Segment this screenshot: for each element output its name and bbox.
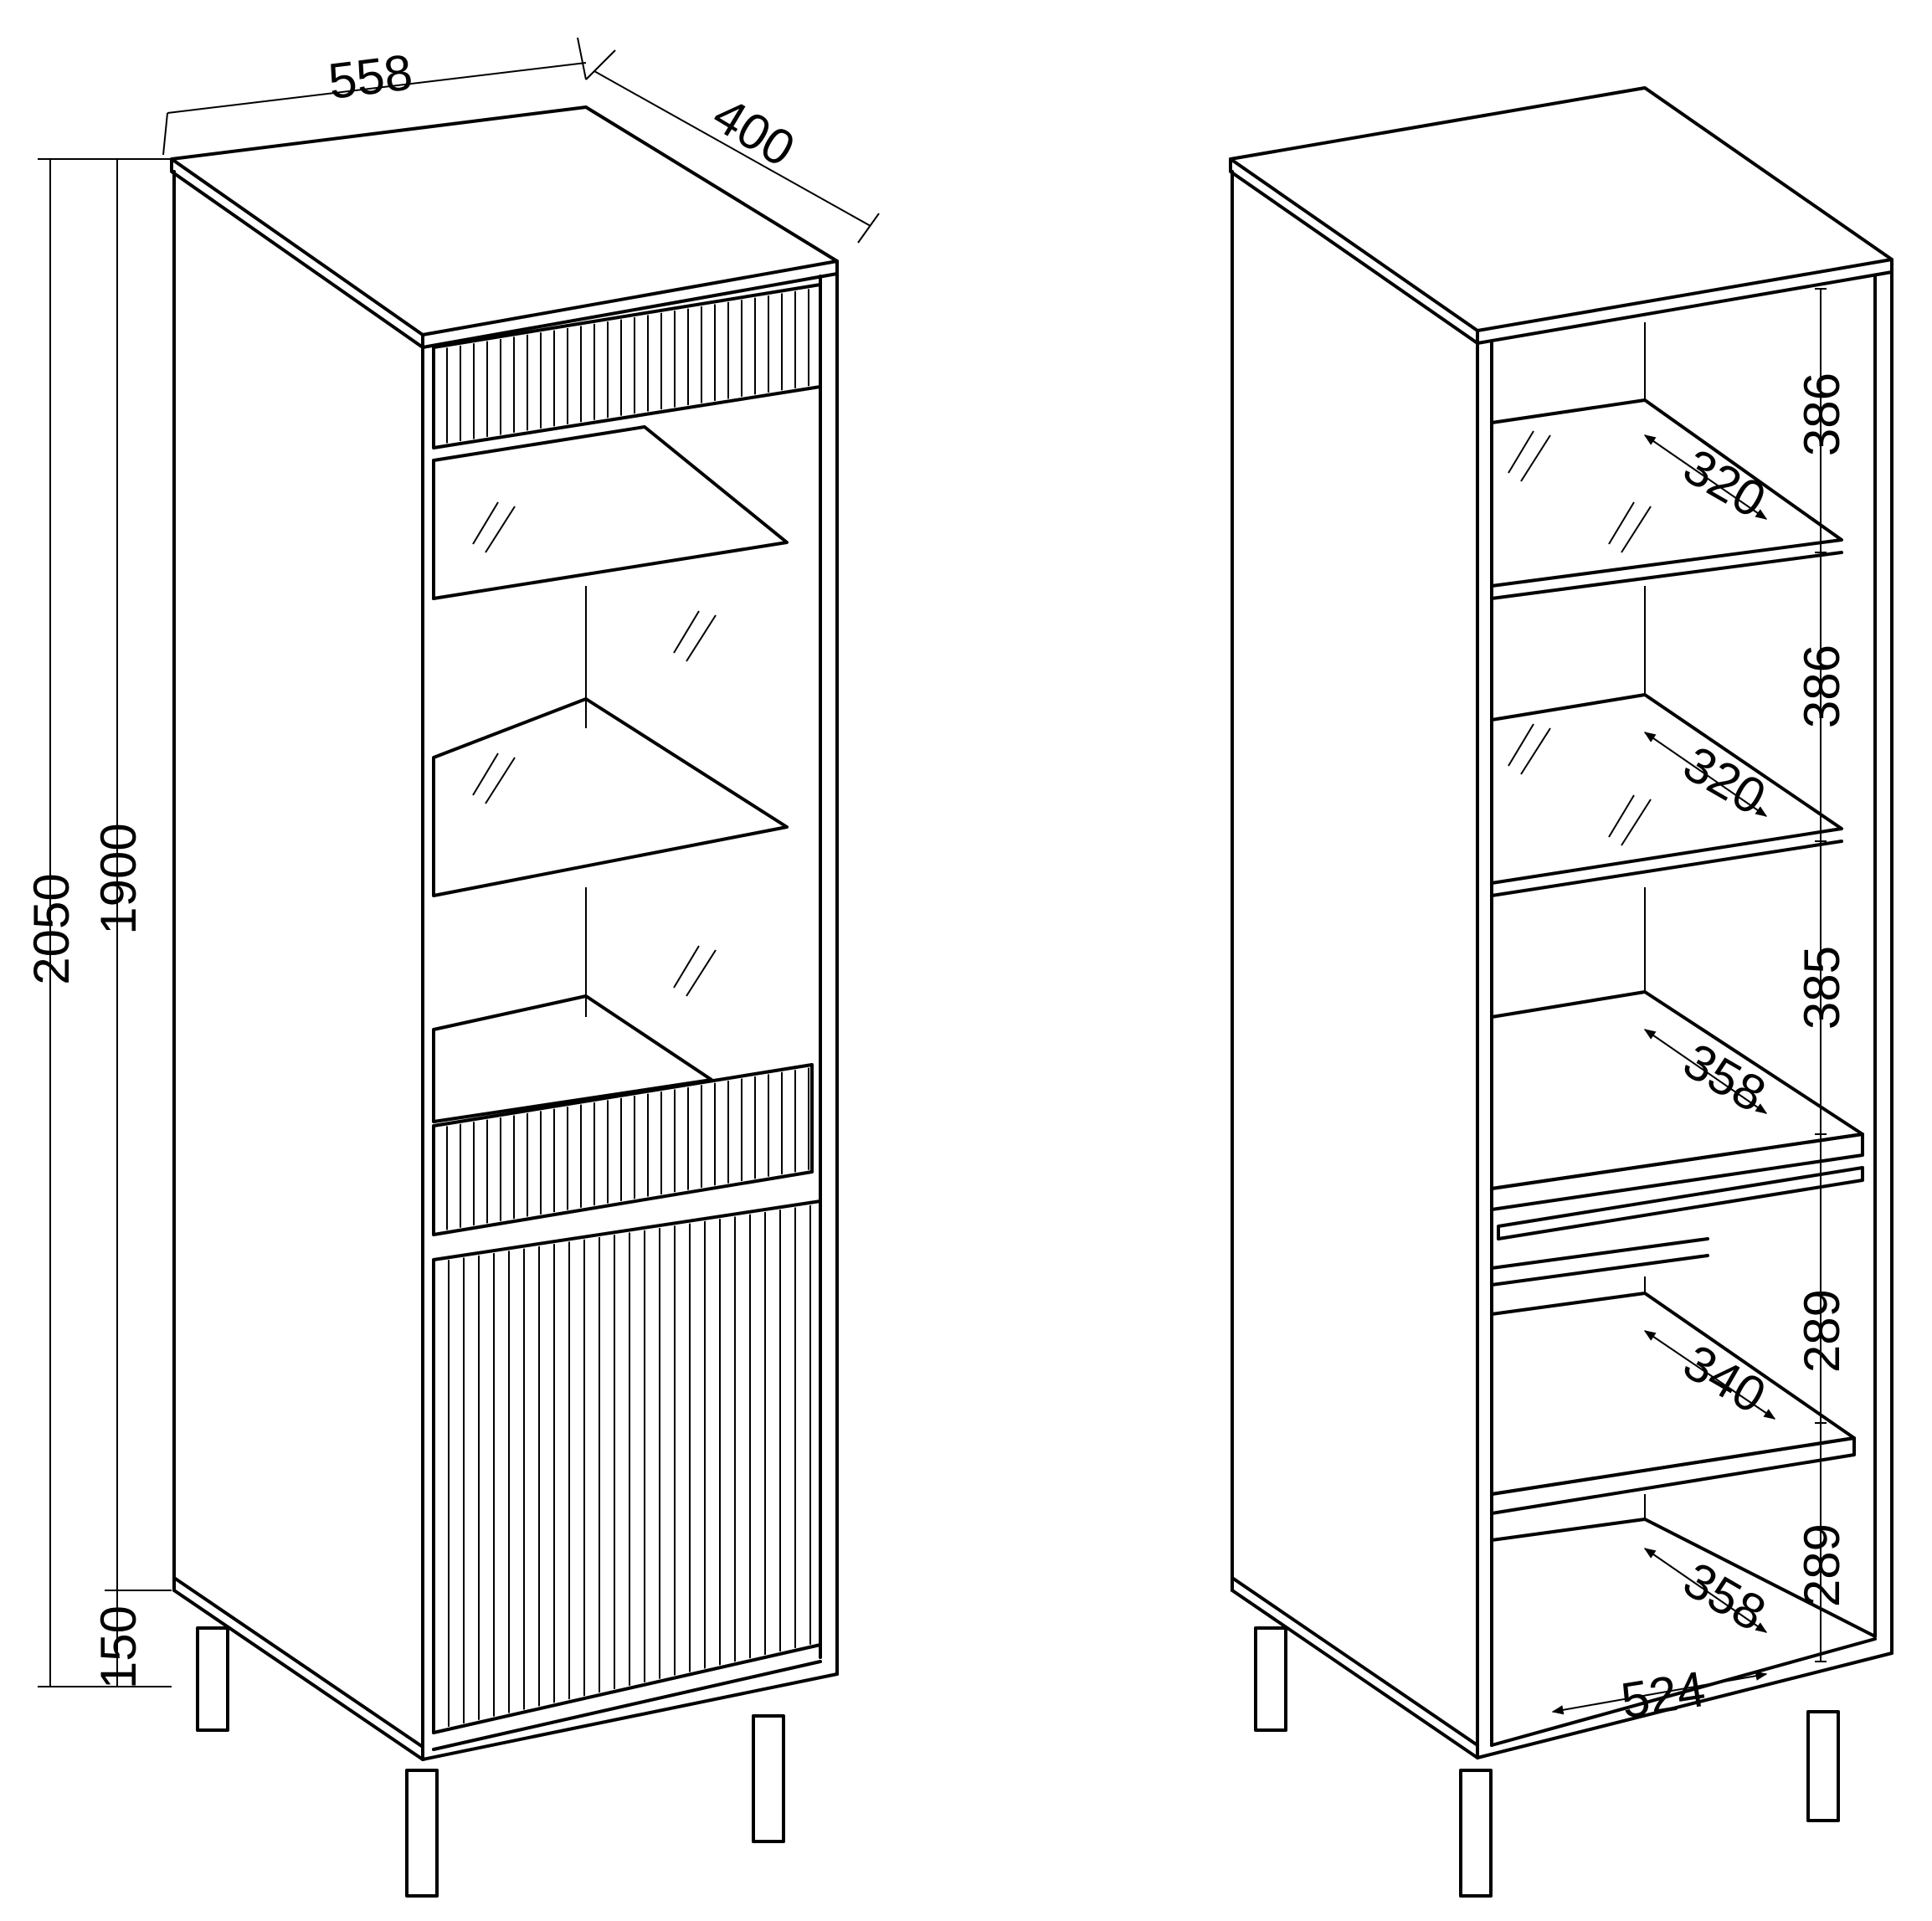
compartment-height-1: 386 <box>1794 372 1850 456</box>
left-cabinet-drawing <box>170 105 839 1898</box>
dimension-total-height: 2050 <box>23 873 80 984</box>
compartment-height-3: 385 <box>1794 946 1850 1030</box>
right-cabinet-drawing <box>1229 86 1893 1898</box>
dimension-depth: 400 <box>703 86 804 177</box>
dimension-body-height: 1900 <box>90 823 146 934</box>
inner-width: 524 <box>1617 1661 1708 1729</box>
compartment-height-2: 386 <box>1794 645 1850 728</box>
compartment-height-5: 289 <box>1794 1523 1850 1607</box>
dimension-leg-height: 150 <box>90 1605 146 1689</box>
left-dimension-lines <box>38 37 880 1687</box>
shelf-depth-4: 340 <box>1674 1333 1775 1424</box>
dimension-width: 558 <box>326 44 416 110</box>
right-dimension-lines <box>1551 288 1827 1715</box>
compartment-height-4: 289 <box>1794 1289 1850 1373</box>
